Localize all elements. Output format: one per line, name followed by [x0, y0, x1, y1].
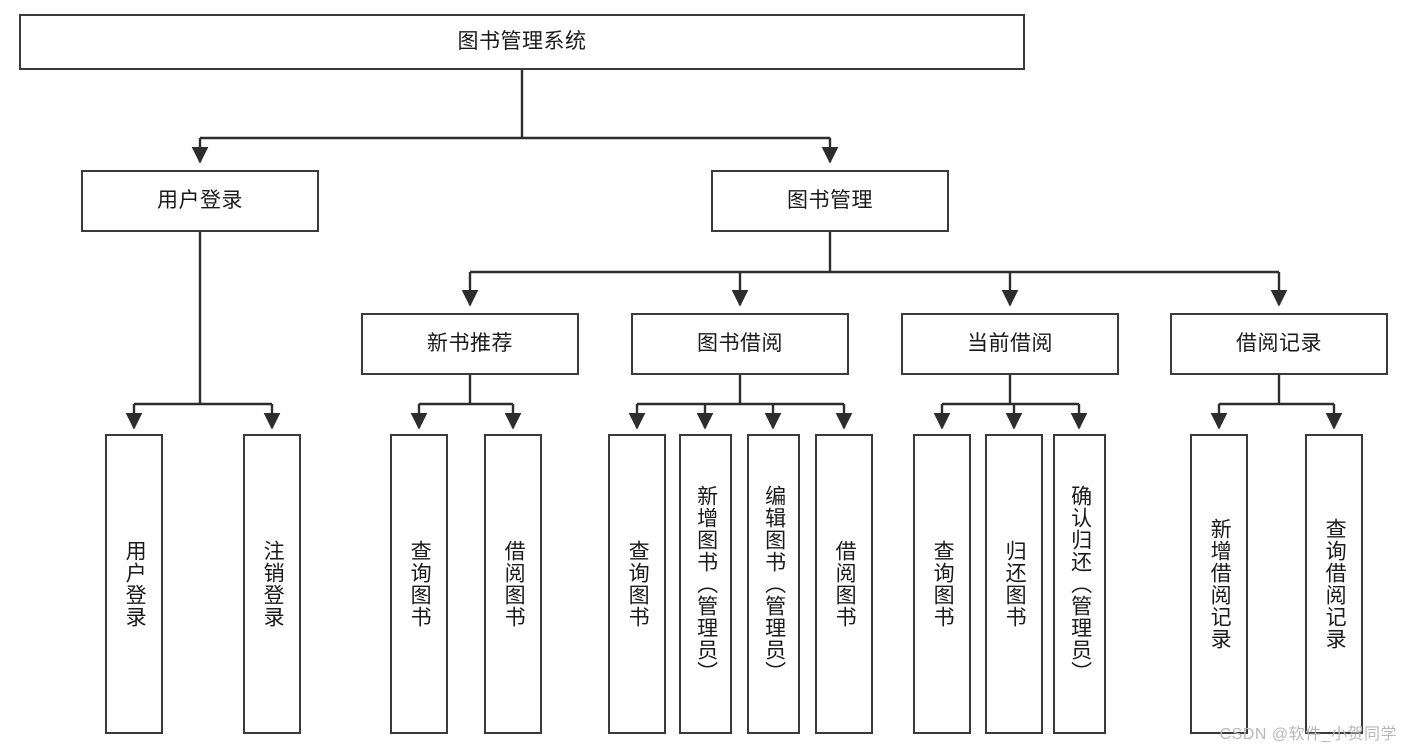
node-leaf-borrow-book-1-label: 借阅图书 — [502, 540, 526, 628]
node-leaf-query-book-3-label: 查询图书 — [931, 540, 955, 628]
node-leaf-borrow-book-2-label: 借阅图书 — [833, 540, 857, 628]
node-root-label: 图书管理系统 — [457, 30, 587, 54]
node-leaf-borrow-book-1[interactable]: 借阅图书 — [484, 434, 542, 734]
node-book-borrow[interactable]: 图书借阅 — [631, 313, 849, 375]
node-leaf-query-book-2[interactable]: 查询图书 — [608, 434, 666, 734]
node-borrow-record-label: 借阅记录 — [1236, 332, 1322, 356]
node-leaf-add-book[interactable]: 新增图书（管理员） — [679, 434, 732, 734]
node-leaf-user-logout[interactable]: 注销登录 — [243, 434, 301, 734]
node-borrow-record[interactable]: 借阅记录 — [1170, 313, 1388, 375]
node-leaf-user-login-label: 用户登录 — [123, 540, 147, 628]
node-leaf-user-logout-label: 注销登录 — [261, 540, 285, 628]
node-leaf-borrow-book-2[interactable]: 借阅图书 — [815, 434, 873, 734]
node-leaf-edit-book-label: 编辑图书（管理员） — [762, 485, 786, 683]
node-leaf-return-book-label: 归还图书 — [1003, 540, 1027, 628]
node-leaf-add-book-label: 新增图书（管理员） — [694, 485, 718, 683]
node-leaf-add-record[interactable]: 新增借阅记录 — [1190, 434, 1248, 734]
node-leaf-confirm-return-label: 确认归还（管理员） — [1068, 485, 1092, 683]
node-leaf-query-record[interactable]: 查询借阅记录 — [1305, 434, 1363, 734]
node-leaf-query-book-3[interactable]: 查询图书 — [913, 434, 971, 734]
node-new-book-recommend-label: 新书推荐 — [427, 332, 513, 356]
node-book-management-label: 图书管理 — [787, 189, 873, 213]
node-leaf-query-book-2-label: 查询图书 — [626, 540, 650, 628]
node-user-login[interactable]: 用户登录 — [81, 170, 319, 232]
node-current-borrow-label: 当前借阅 — [967, 332, 1053, 356]
node-book-management[interactable]: 图书管理 — [711, 170, 949, 232]
node-root[interactable]: 图书管理系统 — [19, 14, 1025, 70]
node-leaf-query-book-1[interactable]: 查询图书 — [390, 434, 448, 734]
node-leaf-add-record-label: 新增借阅记录 — [1208, 518, 1232, 650]
node-new-book-recommend[interactable]: 新书推荐 — [361, 313, 579, 375]
node-leaf-query-book-1-label: 查询图书 — [408, 540, 432, 628]
node-leaf-query-record-label: 查询借阅记录 — [1323, 518, 1347, 650]
node-leaf-edit-book[interactable]: 编辑图书（管理员） — [747, 434, 800, 734]
node-leaf-confirm-return[interactable]: 确认归还（管理员） — [1053, 434, 1106, 734]
node-leaf-user-login[interactable]: 用户登录 — [105, 434, 163, 734]
node-leaf-return-book[interactable]: 归还图书 — [985, 434, 1043, 734]
node-user-login-label: 用户登录 — [157, 189, 243, 213]
node-current-borrow[interactable]: 当前借阅 — [901, 313, 1119, 375]
node-book-borrow-label: 图书借阅 — [697, 332, 783, 356]
